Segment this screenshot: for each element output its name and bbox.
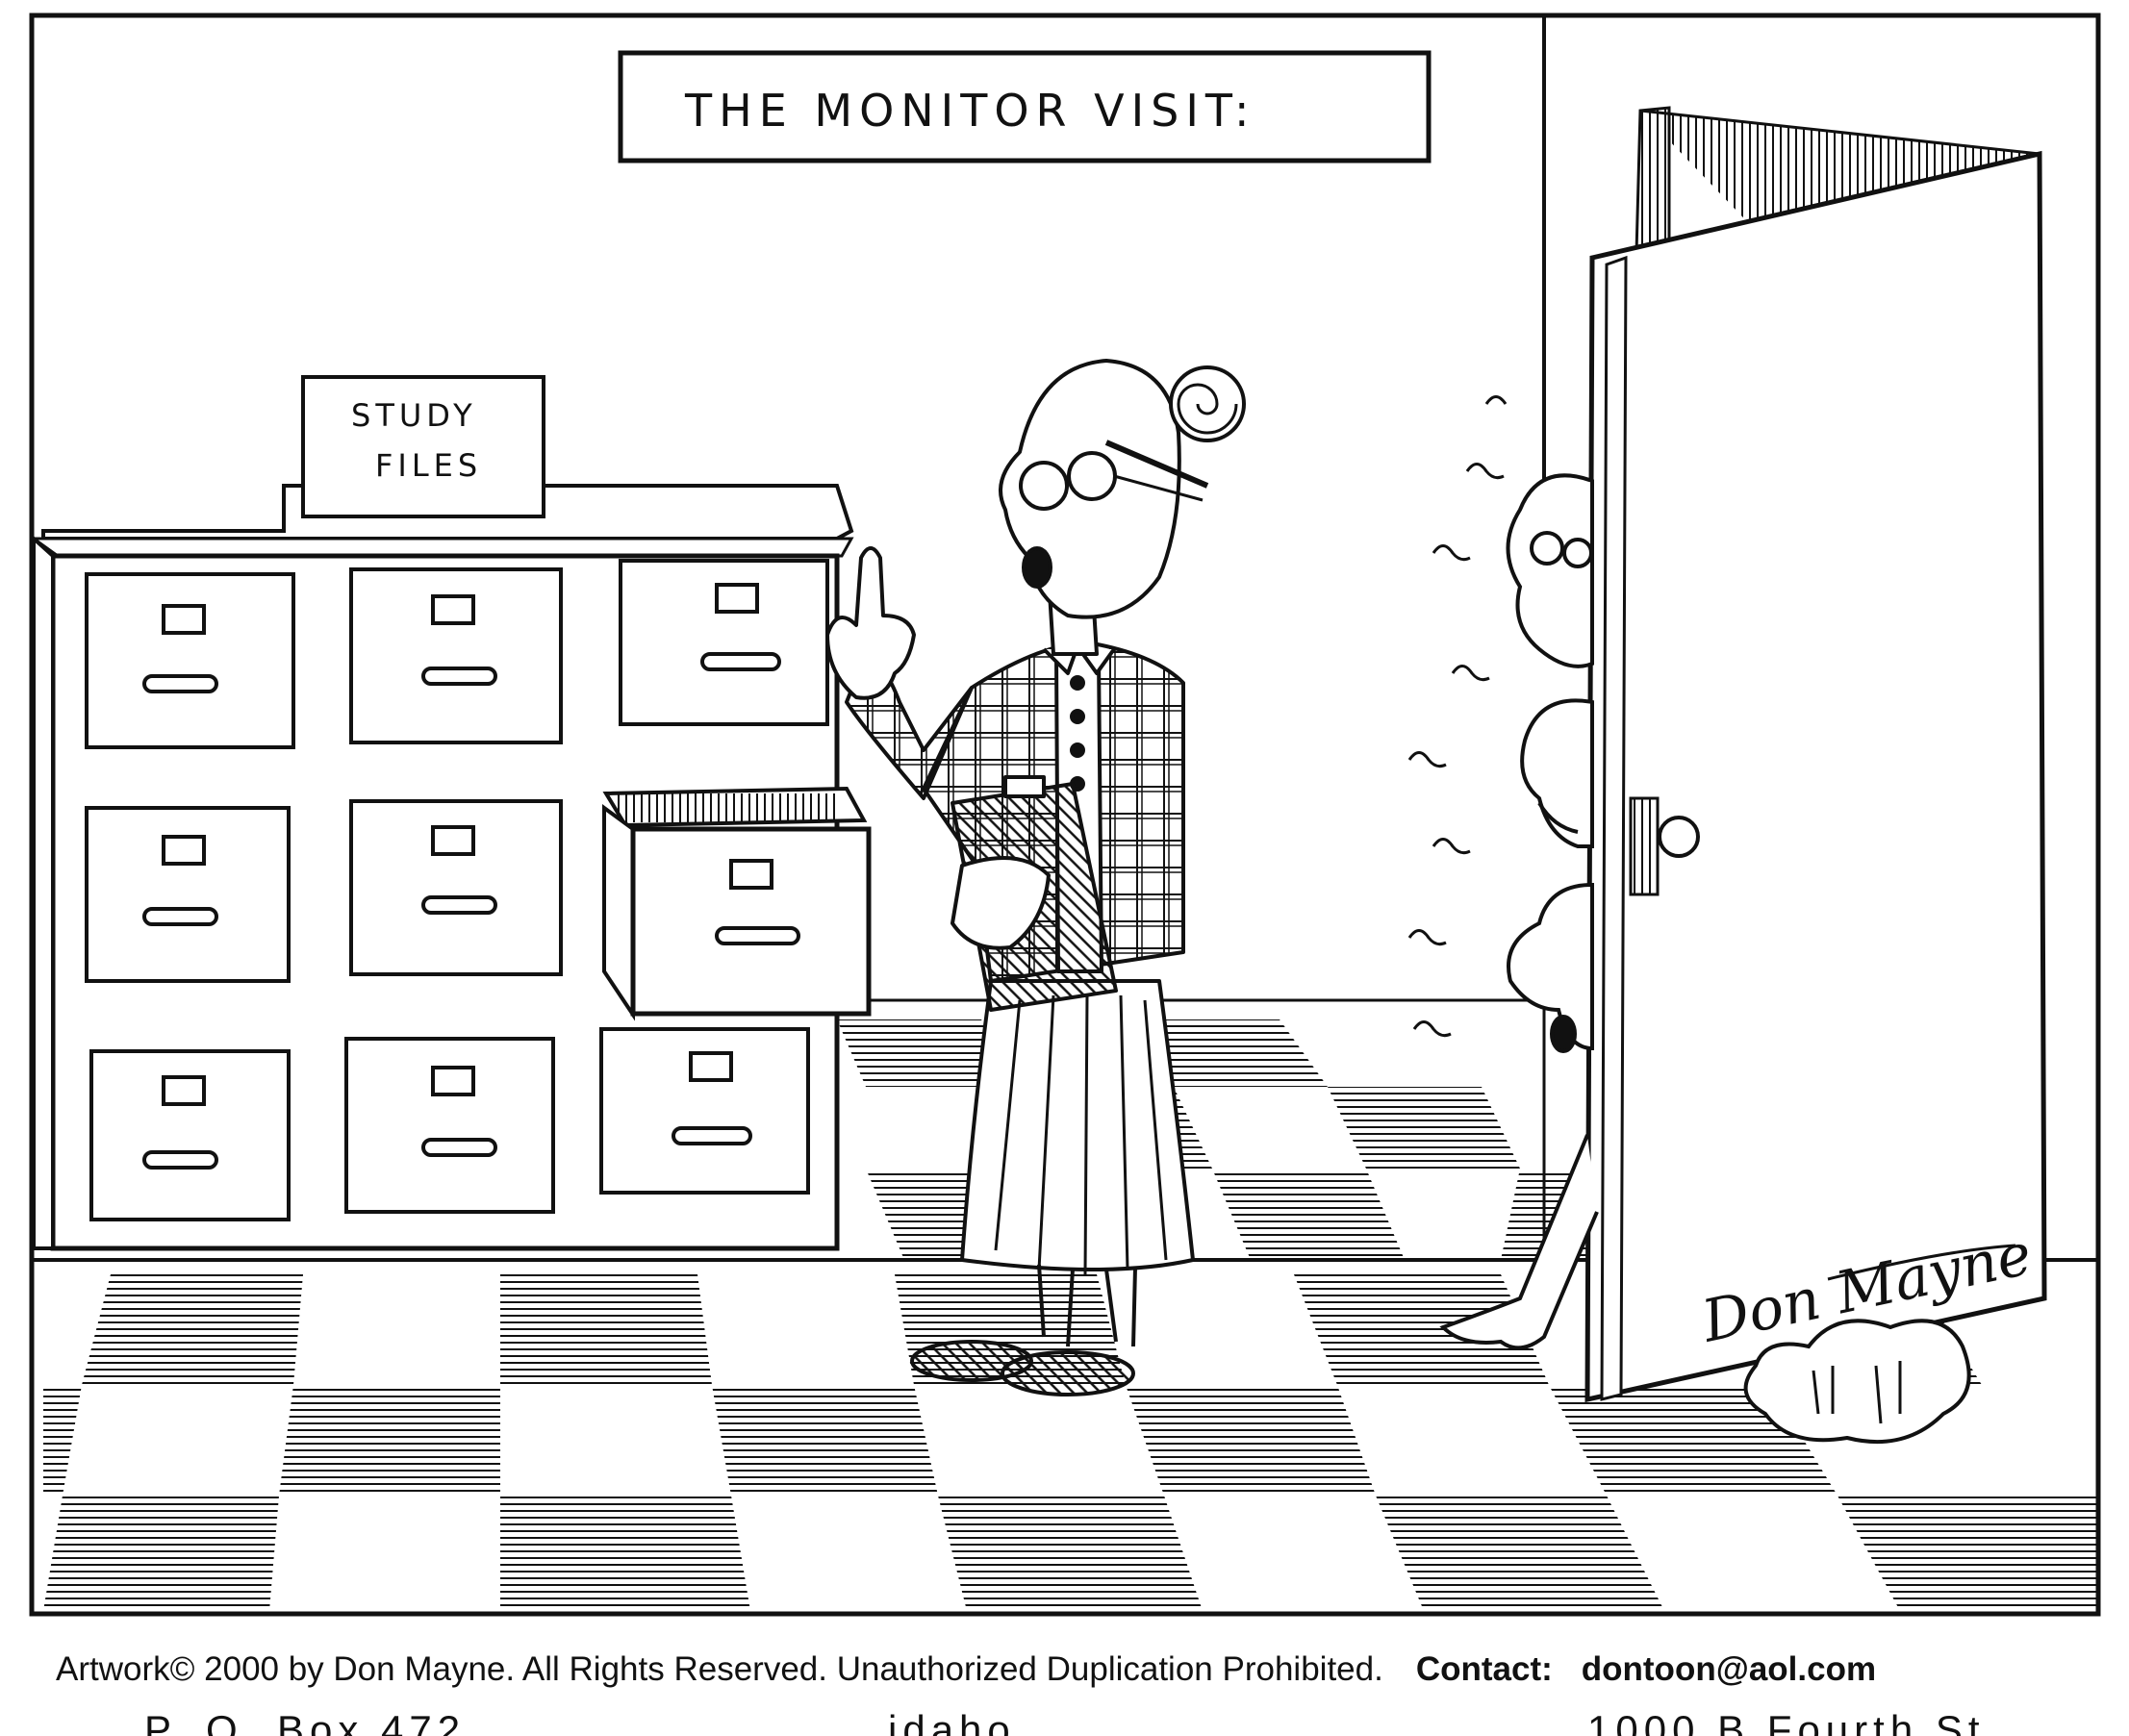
signature-underline bbox=[1827, 1244, 2016, 1281]
drawer bbox=[85, 806, 291, 983]
floor-tiles-mid bbox=[837, 1019, 1597, 1260]
hiding-people bbox=[1407, 395, 1971, 1445]
cabinet-drawers bbox=[85, 559, 829, 1221]
address-left: P. O. Box 472 bbox=[144, 1710, 467, 1736]
open-door bbox=[1584, 106, 2047, 1403]
address-right: 1000 B Fourth St. bbox=[1587, 1710, 2003, 1736]
title-sign-text: THE MONITOR VISIT: bbox=[684, 85, 1255, 137]
copyright-text: Artwork© 2000 by Don Mayne. All Rights R… bbox=[56, 1650, 1383, 1688]
study-files-label-2: FILES bbox=[375, 447, 482, 484]
cartoon-artwork: THE MONITOR VISIT: STUDY bbox=[29, 13, 2101, 1617]
study-files-label-1: STUDY bbox=[351, 397, 477, 434]
study-files-sign bbox=[301, 375, 545, 518]
open-drawer bbox=[602, 786, 872, 1021]
contact-label: Contact: bbox=[1415, 1650, 1553, 1688]
drawer bbox=[85, 572, 295, 749]
title-sign bbox=[618, 50, 1432, 164]
drawer bbox=[344, 1037, 555, 1214]
address-middle: ...idaho... bbox=[837, 1710, 1067, 1736]
drawer-hardware bbox=[142, 583, 781, 1170]
monitor-woman bbox=[825, 359, 1246, 1396]
contact-email: dontoon@aol.com bbox=[1581, 1650, 1877, 1688]
address-line: P. O. Box 472 ...idaho... 1000 B Fourth … bbox=[0, 1710, 2129, 1736]
copyright-line: Artwork© 2000 by Don Mayne. All Rights R… bbox=[56, 1650, 2095, 1689]
